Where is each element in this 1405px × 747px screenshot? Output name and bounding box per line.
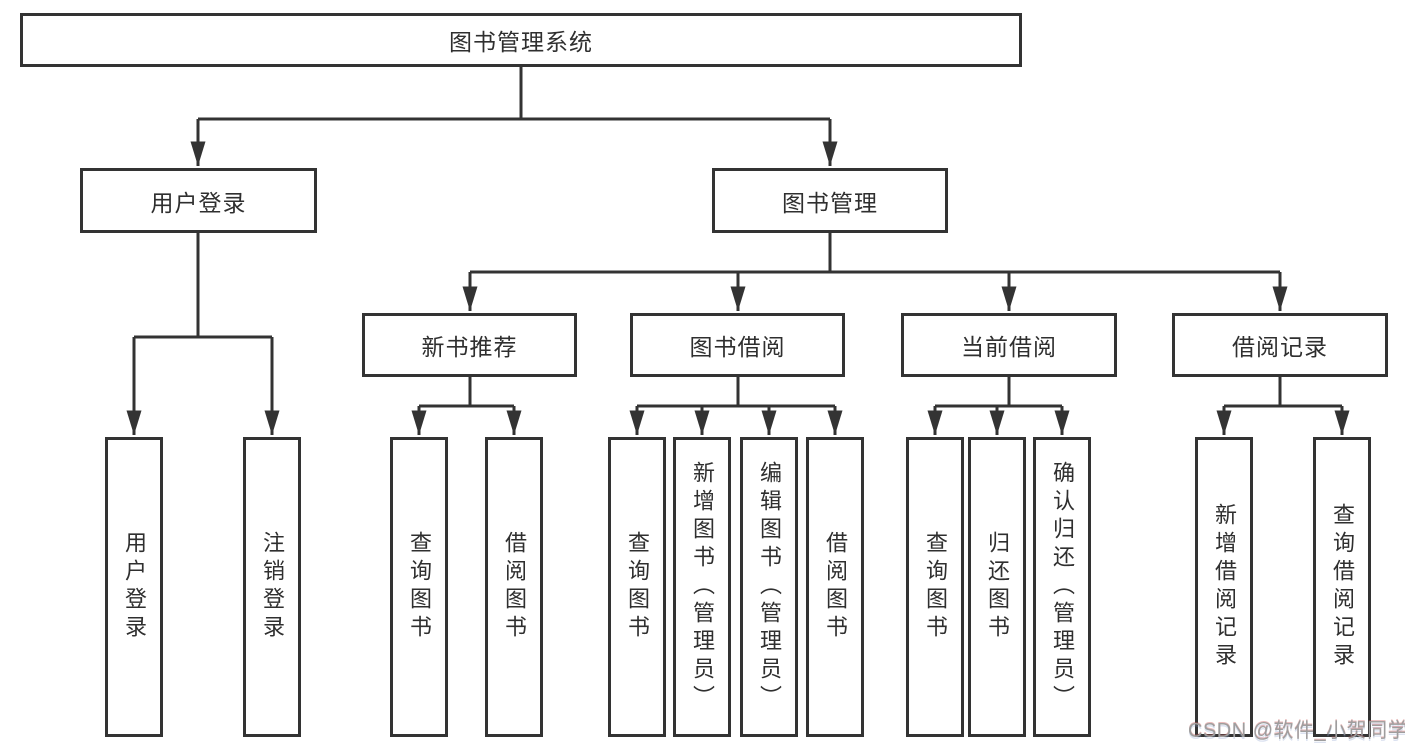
node-current-borrow: 当前借阅 — [901, 313, 1117, 377]
leaf-add-book-admin: 新增图书（管理员） — [673, 437, 731, 737]
leaf-add-borrow-record: 新增借阅记录 — [1195, 437, 1253, 737]
leaf-borrow-book: 借阅图书 — [806, 437, 864, 737]
leaf-confirm-return-admin: 确认归还（管理员） — [1033, 437, 1091, 737]
leaf-return-book: 归还图书 — [968, 437, 1026, 737]
node-root: 图书管理系统 — [20, 13, 1022, 67]
watermark: CSDN @软件_小贺同学 — [1188, 720, 1405, 742]
node-book-management: 图书管理 — [712, 168, 948, 233]
node-new-book-recommend: 新书推荐 — [362, 313, 577, 377]
node-user-login: 用户登录 — [80, 168, 317, 233]
node-borrow-record: 借阅记录 — [1172, 313, 1388, 377]
leaf-query-book-current: 查询图书 — [906, 437, 964, 737]
leaf-user-login: 用户登录 — [105, 437, 163, 737]
leaf-query-borrow-record: 查询借阅记录 — [1313, 437, 1371, 737]
leaf-logout: 注销登录 — [243, 437, 301, 737]
leaf-borrow-book-recommend: 借阅图书 — [485, 437, 543, 737]
node-book-borrow: 图书借阅 — [630, 313, 845, 377]
leaf-query-book-recommend: 查询图书 — [390, 437, 448, 737]
leaf-edit-book-admin: 编辑图书（管理员） — [740, 437, 798, 737]
leaf-query-book-borrow: 查询图书 — [608, 437, 666, 737]
